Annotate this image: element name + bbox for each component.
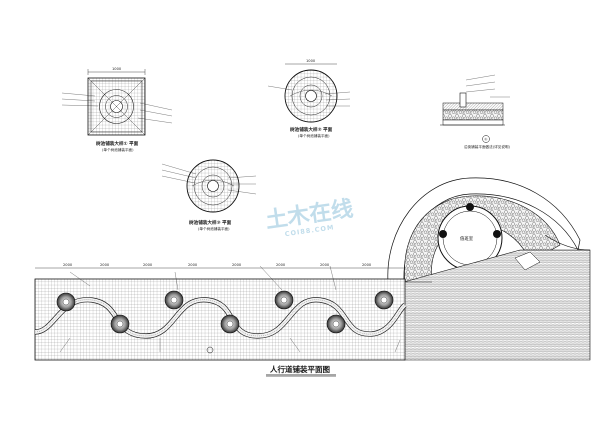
section-detail: ① 沿街铺装平面做法(详见说明) xyxy=(440,74,511,149)
dimension-row: 2000 2000 2000 2000 2000 2000 2000 2000 xyxy=(63,263,372,267)
round-grate-c-note: (单个树池铺装平面) xyxy=(198,226,230,231)
sidewalk-strip: 2000 2000 2000 2000 2000 2000 2000 2000 xyxy=(34,263,407,377)
dim-label: 2000 xyxy=(143,263,153,267)
square-grate-plan: 1000 树池铺装大样① 平面 (单个树池铺装平面) xyxy=(61,67,173,152)
square-grate-title: 树池铺装大样① 平面 xyxy=(96,140,139,147)
guard-room-label: 值班室 xyxy=(460,235,474,242)
dim-label: 2000 xyxy=(232,263,242,267)
tree-pits xyxy=(56,290,394,334)
round-grate-b-plan: 1000 树池铺装大样② 平面 (单个树池铺装平面) xyxy=(267,59,351,138)
square-grate-dim: 1000 xyxy=(112,67,122,71)
section-marker: ① xyxy=(484,138,487,142)
dim-label: 2000 xyxy=(100,263,110,267)
plaza-plan: 值班室 xyxy=(387,177,591,361)
dim-label: 2000 xyxy=(188,263,198,267)
round-grate-b-note: (单个树池铺装平面) xyxy=(298,133,330,138)
dim-label: 2000 xyxy=(320,263,330,267)
round-grate-b-title: 树池铺装大样② 平面 xyxy=(290,126,333,133)
round-grate-c-plan: 树池铺装大样③ 平面 (单个树池铺装平面) xyxy=(161,159,257,231)
square-grate-note: (单个树池铺装平面) xyxy=(102,147,134,152)
section-title: 沿街铺装平面做法(详见说明) xyxy=(464,144,511,149)
main-title: 人行道铺装平面图 xyxy=(270,364,330,374)
watermark: 土木在线 COI88.COM xyxy=(264,196,355,239)
round-grate-b-dim: 1000 xyxy=(306,59,316,63)
dim-label: 2000 xyxy=(362,263,372,267)
round-grate-c-title: 树池铺装大样③ 平面 xyxy=(189,219,232,226)
dim-label: 2000 xyxy=(276,263,286,267)
dim-label: 2000 xyxy=(63,263,73,267)
